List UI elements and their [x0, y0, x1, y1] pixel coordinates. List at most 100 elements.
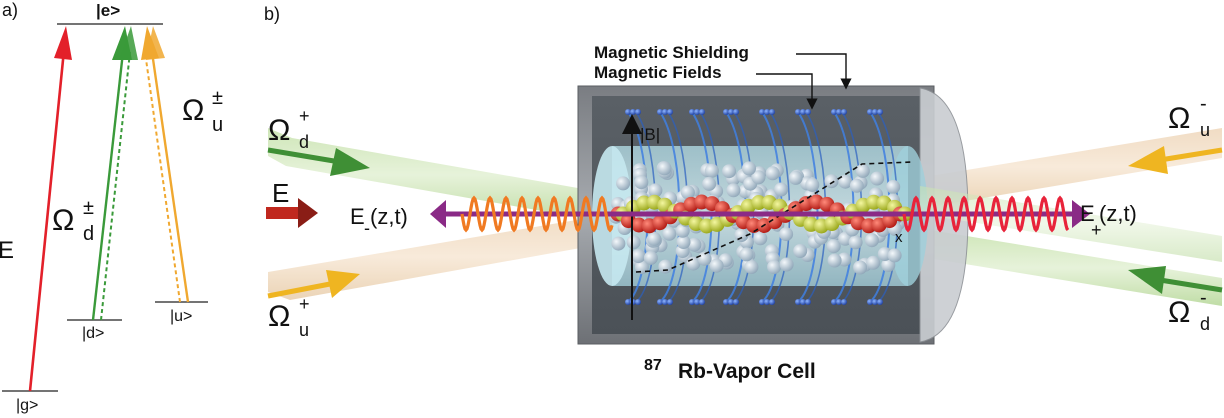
atom-grey [793, 244, 808, 258]
coil-wire-dot [635, 299, 641, 305]
svg-text:d: d [299, 132, 309, 152]
svg-text:Ω: Ω [1168, 102, 1190, 135]
atom-grey [767, 260, 782, 274]
svg-text:+: + [299, 294, 310, 314]
coil-wire-dot [625, 109, 631, 115]
svg-text:Ω: Ω [268, 114, 290, 147]
coil-wire-dot [694, 109, 700, 115]
svg-text:(z,t): (z,t) [1099, 201, 1137, 226]
atom-grey [779, 257, 794, 272]
probe-arrowhead [54, 26, 72, 60]
coil-wire-dot [635, 109, 641, 115]
u-transition-arrow [150, 51, 190, 303]
probe-transition-arrow [28, 49, 66, 392]
coil-wire-dot [689, 109, 695, 115]
omega-u-pm-label: Ω ± u [182, 87, 223, 136]
e-minus-label: E - (z,t) [350, 204, 408, 238]
coil-wire-dot [662, 299, 668, 305]
coil-wire-dot [662, 109, 668, 115]
coil-wire-dot [764, 299, 770, 305]
coil-wire-dot [759, 109, 765, 115]
coil-wire-dot [872, 299, 878, 305]
atom-grey [722, 164, 737, 179]
omega-u-plus-label: Ω + u [268, 294, 310, 340]
atom-grey [662, 226, 677, 241]
atom-grey [680, 185, 695, 200]
atom-grey [805, 177, 820, 192]
omega-d-pm-label: Ω ± d [52, 197, 94, 245]
beam-d-overlay [920, 186, 1222, 262]
coil-wire-dot [836, 299, 842, 305]
atom-grey [709, 258, 724, 273]
probe-arrow-right [1072, 200, 1090, 228]
dashed-profile-line [635, 161, 913, 273]
magnetic-fields-callout: Magnetic Fields [594, 63, 722, 82]
coil-wire-dot [769, 299, 775, 305]
coil-wire-dot [836, 109, 842, 115]
atom-grey [742, 161, 756, 176]
svg-text:±: ± [212, 87, 223, 109]
atom-grey [864, 233, 879, 248]
coil-wire-dot [867, 299, 873, 305]
svg-text:+: + [299, 106, 310, 126]
probe-arrow-left [430, 200, 446, 228]
panel-a-label: a) [2, 0, 18, 20]
x-mark: x [895, 229, 903, 246]
atom-grey [676, 235, 691, 249]
arrow-u-minus [1128, 146, 1223, 174]
helix-e-minus [460, 195, 614, 233]
coil-wire-dot [805, 299, 811, 305]
atom-grey [779, 227, 794, 242]
shielding-leader [796, 53, 852, 90]
svg-text:Rb-Vapor Cell: Rb-Vapor Cell [678, 360, 816, 383]
atom-grey [658, 259, 673, 274]
coil-wire-dot [733, 109, 739, 115]
omega-d-minus-label: Ω - d [1168, 287, 1210, 334]
atom-grey [866, 255, 881, 270]
coil-wire-dot [625, 299, 631, 305]
atom-grey [616, 176, 631, 191]
atom-grey [611, 236, 626, 251]
e-plus-label: E + (z,t) [1080, 201, 1137, 240]
coil-wire-dot [657, 109, 663, 115]
coil-wire-dot [657, 299, 663, 305]
atom-grey [744, 260, 759, 274]
u-transition-dashed [144, 51, 181, 303]
svg-text:d: d [83, 223, 94, 245]
atom-grey [753, 231, 768, 246]
atom-grey [739, 247, 754, 262]
coil-wire-dot [723, 299, 729, 305]
atom-grey [631, 249, 646, 264]
atom-grey [675, 223, 690, 238]
svg-text:(z,t): (z,t) [370, 204, 408, 229]
coil-wire-dot [841, 109, 847, 115]
coil-wire-dot [667, 299, 673, 305]
svg-text:87: 87 [644, 357, 662, 374]
coil-wire-dot [795, 109, 801, 115]
atom-grey [788, 170, 803, 185]
coil-wire-dot [694, 299, 700, 305]
atom-grey [657, 161, 672, 176]
svg-text:Ω: Ω [1168, 296, 1190, 329]
coil-wire-dot [723, 109, 729, 115]
atom-grey [826, 239, 841, 254]
coil-wire-dot [689, 299, 695, 305]
coil-wire-dot [728, 299, 734, 305]
atom-grey [626, 235, 641, 250]
d-arrowhead-2 [119, 26, 138, 60]
coil-wire-dot [769, 109, 775, 115]
svg-text:Ω: Ω [182, 94, 204, 127]
atom-yellow [751, 195, 767, 210]
coil-wire-dot [841, 299, 847, 305]
arrow-d-minus [1128, 266, 1223, 294]
atom-grey [886, 179, 901, 194]
coil-wire-dot [800, 299, 806, 305]
svg-text:-: - [1200, 287, 1207, 309]
atom-grey [824, 174, 839, 189]
svg-text:Ω: Ω [268, 300, 290, 333]
d-transition-arrow [91, 51, 125, 321]
atom-grey [634, 175, 649, 190]
level-u-label: |u> [170, 308, 192, 325]
atom-cloud [609, 161, 913, 275]
